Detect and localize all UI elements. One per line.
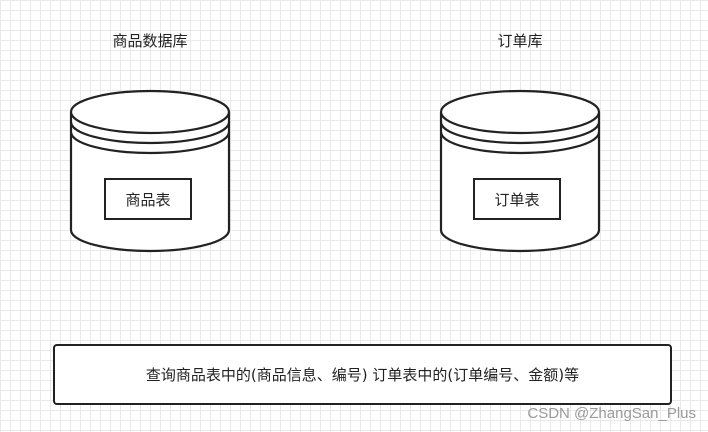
table-box-products: 商品表 <box>104 178 192 220</box>
database-cylinder-products <box>69 89 231 253</box>
database-cylinder-orders <box>439 89 601 253</box>
query-description-box: 查询商品表中的(商品信息、编号) 订单表中的(订单编号、金额)等 <box>53 344 672 405</box>
database-label-products: 商品数据库 <box>112 32 188 50</box>
table-label-products: 商品表 <box>125 190 171 209</box>
database-label-orders: 订单库 <box>497 32 543 50</box>
table-label-orders: 订单表 <box>494 190 540 209</box>
query-description-text: 查询商品表中的(商品信息、编号) 订单表中的(订单编号、金额)等 <box>145 366 580 384</box>
table-box-orders: 订单表 <box>473 178 561 220</box>
watermark: CSDN @ZhangSan_Plus <box>527 405 696 422</box>
